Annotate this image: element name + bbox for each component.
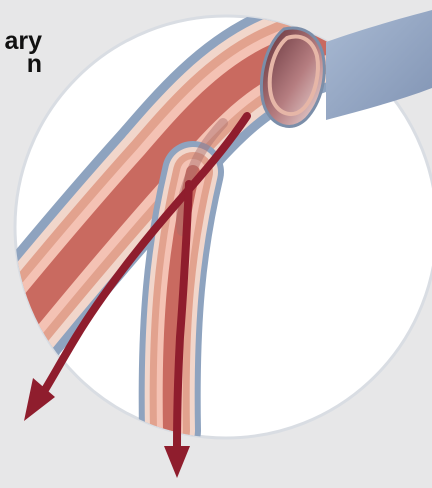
branch-flow-arrowhead [164, 446, 190, 478]
title-label: ary n [0, 30, 44, 100]
title-line-2: n [4, 53, 42, 76]
vessel-cut-end [326, 10, 432, 120]
title-text: ary n [4, 30, 42, 76]
